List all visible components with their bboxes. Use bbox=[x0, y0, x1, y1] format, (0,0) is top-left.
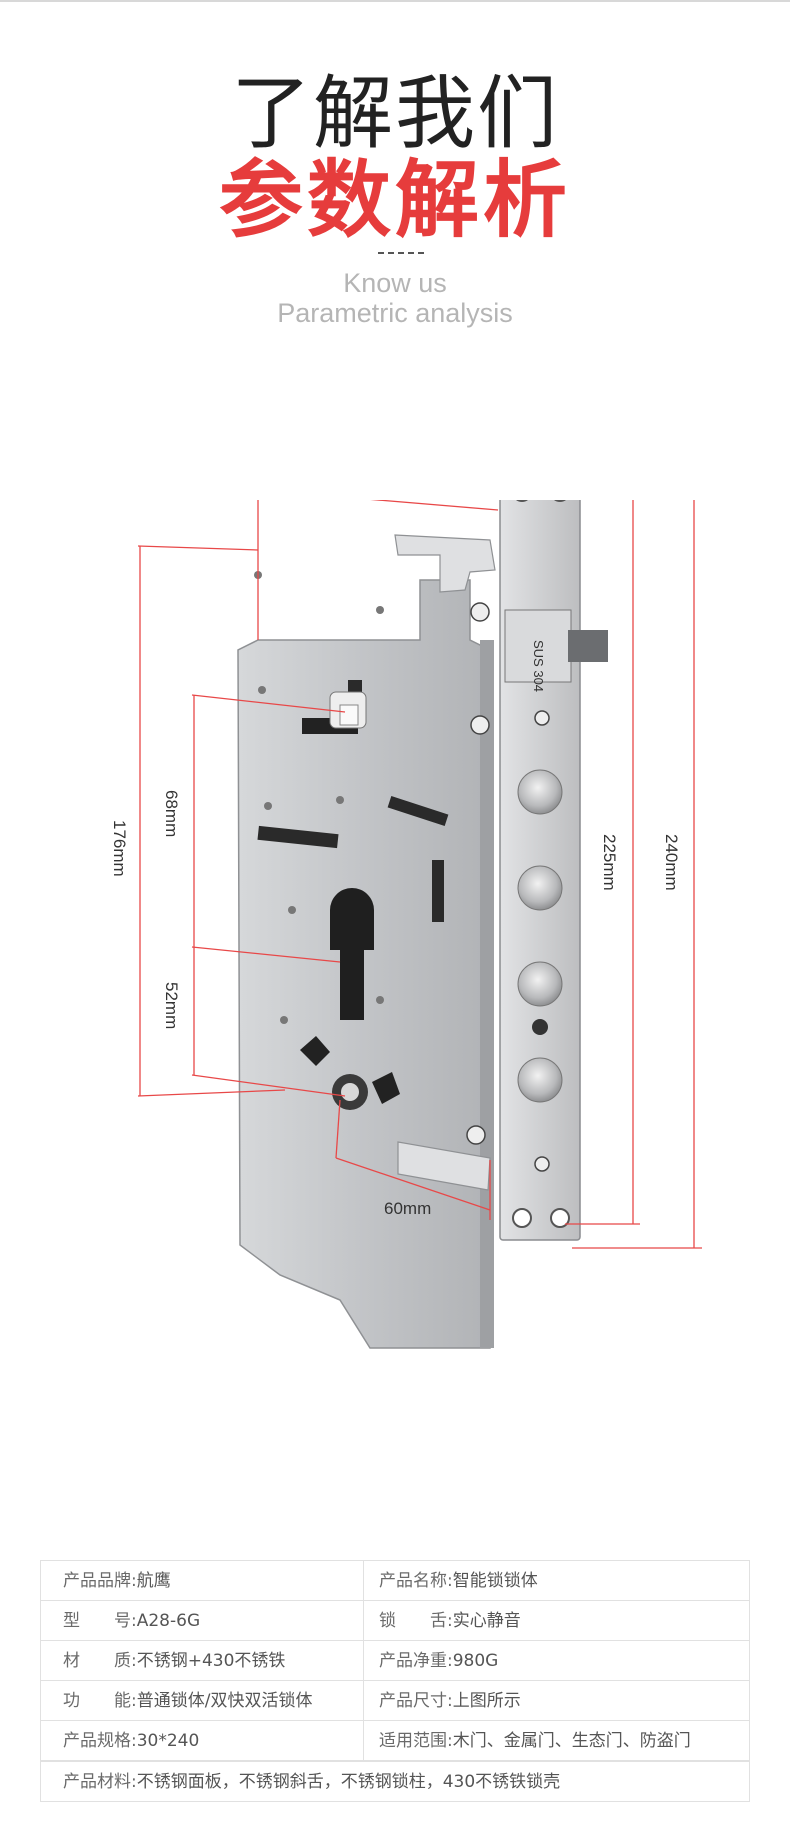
dimension-labels: 30mm 105mm 60mm 176mm 68mm 52mm 225mm 24… bbox=[110, 790, 681, 1218]
dim-176mm: 176mm bbox=[110, 820, 129, 877]
spec-label: 材 质: bbox=[63, 1651, 137, 1671]
spec-label: 锁 舌: bbox=[379, 1611, 453, 1631]
bolt-stamp: SUS 304 bbox=[531, 640, 546, 692]
dim-68mm: 68mm bbox=[162, 790, 181, 837]
spec-label: 产品尺寸: bbox=[379, 1691, 453, 1711]
spec-value: 30*240 bbox=[136, 1731, 200, 1751]
title-divider bbox=[378, 252, 424, 256]
spec-row: 功 能:普通锁体/双快双活锁体 产品尺寸:上图所示 bbox=[41, 1681, 749, 1721]
spec-table: 产品品牌:航鹰 产品名称:智能锁锁体 型 号:A28-6G 锁 舌:实心静音 材… bbox=[40, 1560, 750, 1802]
dim-60mm: 60mm bbox=[384, 1199, 431, 1218]
spec-label: 功 能: bbox=[63, 1691, 137, 1711]
spec-value: 不锈钢面板，不锈钢斜舌，不锈钢锁柱，430不锈铁锁壳 bbox=[136, 1772, 561, 1792]
spec-row: 产品品牌:航鹰 产品名称:智能锁锁体 bbox=[41, 1561, 749, 1601]
dim-225mm: 225mm bbox=[600, 834, 619, 891]
spec-row: 产品规格:30*240 适用范围:木门、金属门、生态门、防盗门 bbox=[41, 1721, 749, 1761]
spec-value: 普通锁体/双快双活锁体 bbox=[136, 1691, 313, 1711]
spec-row: 材 质:不锈钢+430不锈铁 产品净重:980G bbox=[41, 1641, 749, 1681]
spec-row-material: 产品材料:不锈钢面板，不锈钢斜舌，不锈钢锁柱，430不锈铁锁壳 bbox=[41, 1761, 749, 1801]
english-subtitle-1: Know us bbox=[343, 268, 447, 298]
top-rule bbox=[0, 0, 790, 2]
english-subtitle-2: Parametric analysis bbox=[277, 298, 513, 328]
spec-row: 型 号:A28-6G 锁 舌:实心静音 bbox=[41, 1601, 749, 1641]
spec-value: A28-6G bbox=[136, 1611, 201, 1631]
page-subtitle-red: 参数解析 bbox=[218, 151, 571, 249]
lock-case bbox=[237, 534, 496, 1349]
spec-value: 不锈钢+430不锈铁 bbox=[136, 1651, 286, 1671]
spec-value: 实心静音 bbox=[452, 1611, 521, 1631]
dim-240mm: 240mm bbox=[662, 834, 681, 891]
dim-52mm: 52mm bbox=[162, 982, 181, 1029]
spec-label: 适用范围: bbox=[379, 1731, 453, 1751]
spec-label: 型 号: bbox=[63, 1611, 137, 1631]
spec-value: 上图所示 bbox=[452, 1691, 521, 1711]
spec-value: 智能锁锁体 bbox=[452, 1571, 538, 1591]
spec-label: 产品名称: bbox=[379, 1571, 453, 1591]
spec-value: 980G bbox=[452, 1651, 499, 1671]
dimension-lines bbox=[137, 500, 702, 1249]
page-title: 了解我们 bbox=[231, 67, 559, 160]
spec-label: 产品品牌: bbox=[63, 1571, 137, 1591]
lock-body-diagram: SUS 304 bbox=[110, 500, 702, 1349]
spec-label: 产品材料: bbox=[63, 1772, 137, 1792]
faceplate: SUS 304 bbox=[499, 500, 608, 1241]
spec-value: 木门、金属门、生态门、防盗门 bbox=[452, 1731, 691, 1751]
spec-label: 产品规格: bbox=[63, 1731, 137, 1751]
spec-divider bbox=[363, 1561, 364, 1761]
spec-label: 产品净重: bbox=[379, 1651, 453, 1671]
spec-value: 航鹰 bbox=[136, 1571, 171, 1591]
